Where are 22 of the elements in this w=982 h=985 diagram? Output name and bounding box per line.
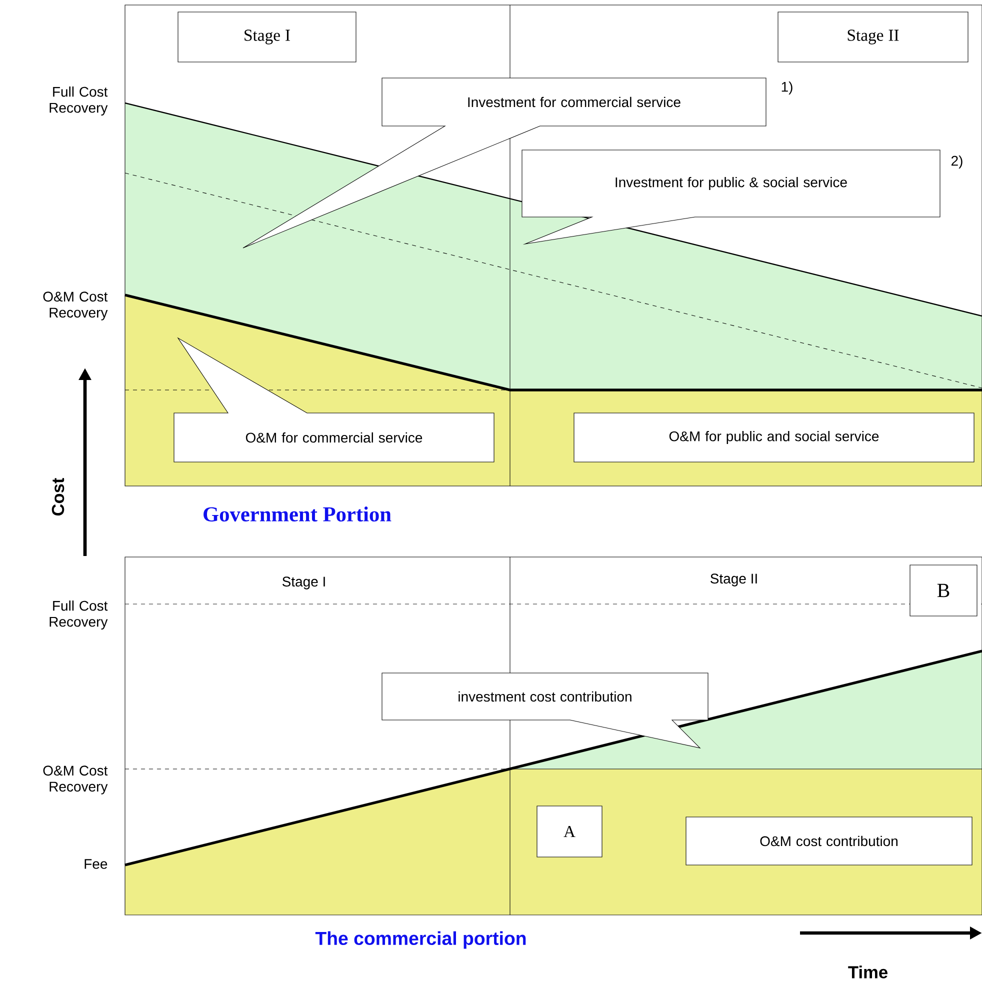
footnote-number: 2) [952,155,962,169]
callout-box: investment cost contribution [382,672,708,748]
axis-label: O&M Cost Recovery [43,766,108,794]
axis-label: Fee [84,859,108,869]
label-box: O&M for public and social service [574,412,974,462]
footnote-number: 1) [782,81,792,95]
axis-title: Time [848,966,888,978]
axis-label: O&M Cost Recovery [43,292,108,320]
axis-label: Full Cost Recovery [50,600,108,630]
axis-title: Cost [52,478,64,516]
letter-box: B [910,564,978,616]
label-box: Stage I [178,12,356,62]
axis-label: Full Cost Recovery [50,86,108,116]
label-box: Stage II [778,12,968,62]
letter-box: A [536,806,602,858]
callout-box: O&M for commercial service [174,337,494,462]
panel-title: Government Portion [204,506,392,522]
callout-box: Investment for public & social service [522,150,940,245]
stage-label: Stage II [710,574,757,586]
stage-label: Stage I [282,576,325,590]
label-box: O&M cost contribution [686,816,972,866]
panel-title: The commercial portion [315,931,526,949]
